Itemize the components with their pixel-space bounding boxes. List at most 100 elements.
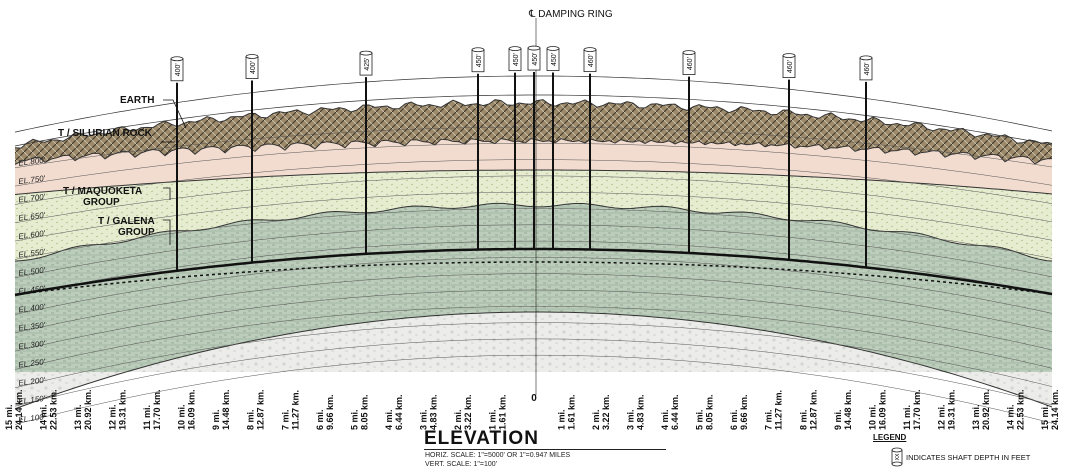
shaft-depth-label: 460' xyxy=(864,62,871,75)
svg-text:6 mi.: 6 mi. xyxy=(315,409,325,430)
elevation-label: EL.350' xyxy=(18,321,46,333)
distance-tick: 10 mi.16.09 km. xyxy=(867,389,887,430)
svg-text:3.22 km.: 3.22 km. xyxy=(463,394,473,430)
horizontal-scale: HORIZ. SCALE: 1"=5000' OR 1"=0.947 MILES xyxy=(425,452,571,459)
distance-tick: 1 mi.1.61 km. xyxy=(487,394,507,430)
shaft-depth-marker: 460' xyxy=(682,50,696,75)
svg-text:22.53 km.: 22.53 km. xyxy=(49,389,59,430)
distance-tick: 6 mi.9.66 km. xyxy=(315,394,335,430)
svg-text:19.31 km.: 19.31 km. xyxy=(118,389,128,430)
distance-tick: 2 mi.3.22 km. xyxy=(591,394,611,430)
svg-text:7 mi.: 7 mi. xyxy=(764,409,774,430)
shaft-depth-label: 425' xyxy=(364,58,371,71)
svg-text:20.92 km.: 20.92 km. xyxy=(981,389,991,430)
svg-text:XX: XX xyxy=(895,453,901,460)
distance-tick: 0 xyxy=(531,393,537,404)
elevation-label: EL.150' xyxy=(18,394,46,406)
svg-text:11 mi.: 11 mi. xyxy=(902,405,912,430)
legend-shaft-depth-text: INDICATES SHAFT DEPTH IN FEET xyxy=(906,453,1031,462)
distance-tick: 12 mi.19.31 km. xyxy=(936,389,956,430)
elevation-label: EL.550' xyxy=(18,247,46,259)
stratum-label-silurian: T / SILURIAN ROCK xyxy=(58,128,153,139)
elevation-label: EL.200' xyxy=(18,376,46,388)
distance-tick: 13 mi.20.92 km. xyxy=(73,389,93,430)
svg-text:9.66 km.: 9.66 km. xyxy=(325,394,335,430)
shaft-depth-marker: 400' xyxy=(170,56,184,82)
distance-tick: 12 mi.19.31 km. xyxy=(108,389,128,430)
damping-ring-centerline-label: ℄ DAMPING RING xyxy=(529,9,613,20)
svg-text:9 mi.: 9 mi. xyxy=(833,409,843,430)
distance-tick: 8 mi.12.87 km. xyxy=(798,389,818,430)
leader-line xyxy=(163,187,171,200)
elevation-label: EL.650' xyxy=(18,211,46,223)
svg-text:4.83 km.: 4.83 km. xyxy=(428,394,438,430)
svg-text:1 mi.: 1 mi. xyxy=(557,409,567,430)
shaft-depth-marker: 450' xyxy=(471,47,485,73)
svg-text:10 mi.: 10 mi. xyxy=(177,404,187,430)
svg-text:16.09 km.: 16.09 km. xyxy=(187,389,197,430)
shaft-depth-marker: 450' xyxy=(508,46,522,72)
svg-text:8.05 km.: 8.05 km. xyxy=(359,394,369,430)
shaft-depth-label: 450' xyxy=(532,53,539,66)
leader-line xyxy=(163,219,171,245)
shaft-depth-label: 460' xyxy=(787,60,794,73)
svg-text:11.27 km.: 11.27 km. xyxy=(774,390,784,430)
leader-line xyxy=(163,99,187,129)
svg-text:0: 0 xyxy=(531,393,537,404)
svg-text:15 mi.: 15 mi. xyxy=(4,404,14,430)
distance-tick: 9 mi.14.48 km. xyxy=(833,389,853,430)
svg-text:2 mi.: 2 mi. xyxy=(453,409,463,430)
stratum-label-earth: EARTH xyxy=(120,95,154,106)
stratum-label-galena: GROUP xyxy=(118,227,155,238)
svg-text:24.14 km.: 24.14 km. xyxy=(14,389,24,430)
distance-tick: 4 mi.6.44 km. xyxy=(660,394,680,430)
svg-text:14 mi.: 14 mi. xyxy=(39,404,49,430)
stratum-label-maquoketa: GROUP xyxy=(83,197,120,208)
distance-tick: 9 mi.14.48 km. xyxy=(211,389,231,430)
elevation-label: EL.100' xyxy=(18,412,46,424)
svg-text:12 mi.: 12 mi. xyxy=(936,404,946,430)
svg-text:9.66 km.: 9.66 km. xyxy=(739,394,749,430)
elevation-line xyxy=(14,338,1053,407)
svg-text:20.92 km.: 20.92 km. xyxy=(83,389,93,430)
svg-text:6.44 km.: 6.44 km. xyxy=(394,394,404,430)
svg-text:6.44 km.: 6.44 km. xyxy=(670,394,680,430)
svg-text:12.87 km.: 12.87 km. xyxy=(256,389,266,430)
shaft-depth-label: 450' xyxy=(476,54,483,67)
svg-text:9 mi.: 9 mi. xyxy=(211,409,221,430)
elevation-label: EL.750' xyxy=(18,174,46,186)
svg-text:6 mi.: 6 mi. xyxy=(729,409,739,430)
title-underline xyxy=(424,449,666,450)
distance-tick: 3 mi.4.83 km. xyxy=(418,394,438,430)
shaft-depth-label: 400' xyxy=(250,61,257,74)
svg-text:1 mi.: 1 mi. xyxy=(487,409,497,430)
elevation-line xyxy=(14,354,1053,425)
svg-text:10 mi.: 10 mi. xyxy=(867,404,877,430)
elevation-title: ELEVATION xyxy=(424,428,539,449)
shaft-depth-marker: 425' xyxy=(359,50,373,76)
distance-tick: 4 mi.6.44 km. xyxy=(384,394,404,430)
svg-text:2 mi.: 2 mi. xyxy=(591,409,601,430)
svg-text:24.14 km.: 24.14 km. xyxy=(1050,389,1060,430)
legend-title: LEGEND xyxy=(873,433,907,442)
distance-tick: 7 mi.11.27 km. xyxy=(764,390,784,430)
svg-text:16.09 km.: 16.09 km. xyxy=(877,389,887,430)
svg-text:1.61 km.: 1.61 km. xyxy=(497,394,507,430)
distance-tick: 11 mi.17.70 km. xyxy=(142,389,162,430)
deep-rock-layer xyxy=(15,312,1052,409)
svg-text:13 mi.: 13 mi. xyxy=(73,404,83,430)
svg-text:8.05 km.: 8.05 km. xyxy=(705,394,715,430)
shaft-depth-label: 400' xyxy=(175,63,182,76)
elevation-line xyxy=(14,273,1053,334)
distance-tick: 10 mi.16.09 km. xyxy=(177,389,197,430)
svg-text:8 mi.: 8 mi. xyxy=(798,409,808,430)
svg-text:12.87 km.: 12.87 km. xyxy=(808,389,818,430)
svg-text:1.61 km.: 1.61 km. xyxy=(567,394,577,430)
shaft-depth-label: 450' xyxy=(513,53,520,66)
svg-text:14.48 km.: 14.48 km. xyxy=(221,389,231,430)
distance-tick: 6 mi.9.66 km. xyxy=(729,394,749,430)
svg-text:3 mi.: 3 mi. xyxy=(626,409,636,430)
svg-text:4.83 km.: 4.83 km. xyxy=(636,394,646,430)
shaft-depth-marker: 450' xyxy=(527,45,541,71)
stratum-label-maquoketa: T / MAQUOKETA xyxy=(63,186,142,197)
